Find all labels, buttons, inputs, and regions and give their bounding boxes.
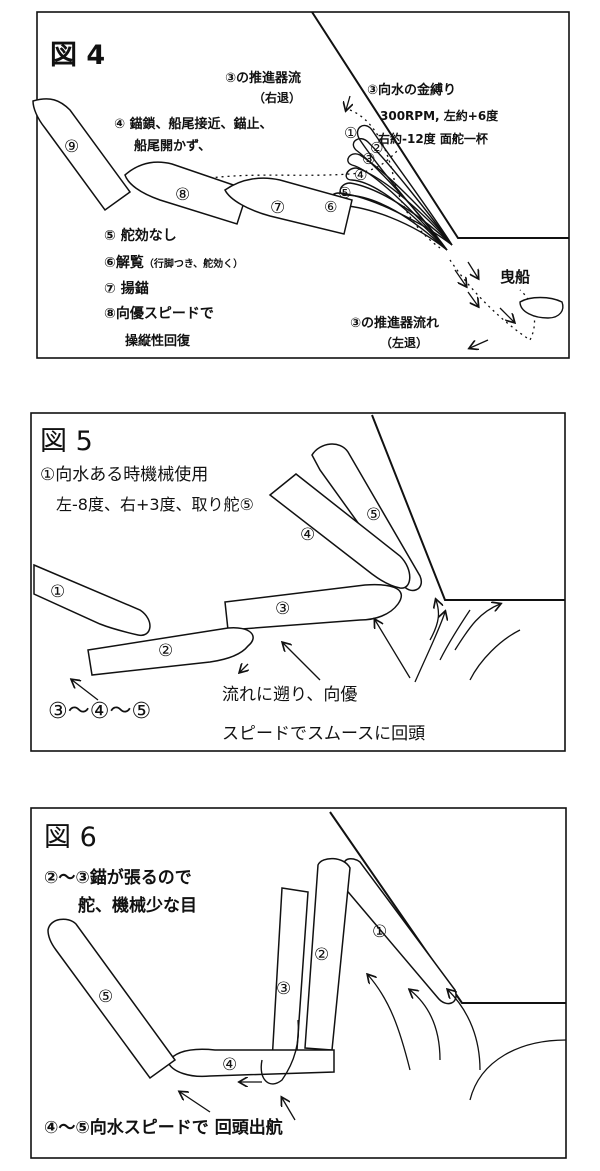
ship-5-number: ⑤ bbox=[98, 987, 113, 1007]
step4-line1: ④ 錨鎖、船尾接近、錨止、 bbox=[114, 116, 273, 132]
ship-8: ⑧ bbox=[124, 161, 249, 225]
head-wind-caption: ③向水の金縛り bbox=[367, 82, 456, 98]
figure-6-title: 図 6 bbox=[44, 822, 97, 853]
ship-1-fig5: ① bbox=[33, 563, 151, 636]
figure-5: 図 5 ①向水ある時機械使用 左-8度、右+3度、取り舵⑤ ⑤ ④ ③ ② ① bbox=[30, 412, 566, 752]
ship-2-number: ② bbox=[370, 139, 383, 157]
ship-9: ⑨ bbox=[32, 98, 132, 212]
current-arrows-fig5 bbox=[72, 600, 521, 701]
figure-6-frame bbox=[30, 807, 567, 1159]
tug-boat bbox=[519, 296, 564, 319]
figure-4-frame bbox=[36, 11, 570, 359]
quay-line bbox=[371, 414, 565, 601]
ship-3-fig5: ③ bbox=[224, 583, 403, 631]
current-arrows-fig6 bbox=[180, 975, 567, 1121]
ship-1-number: ① bbox=[372, 922, 387, 942]
rudder-line: 右約-12度 面舵一杯 bbox=[377, 131, 489, 146]
ship-loops bbox=[328, 124, 453, 251]
figure-5-caption-line2: 左-8度、右+3度、取り舵⑤ bbox=[56, 495, 254, 514]
track-dotted-path bbox=[179, 149, 399, 184]
figure-5-title: 図 5 bbox=[40, 426, 93, 457]
quay-line bbox=[311, 11, 569, 239]
step8-line2: 操縦性回復 bbox=[125, 333, 191, 349]
ship-1-number: ① bbox=[50, 582, 65, 602]
ship-4-number: ④ bbox=[354, 166, 367, 184]
ship-3-number: ③ bbox=[275, 599, 290, 619]
ship-2-number: ② bbox=[158, 641, 173, 661]
ship-7-number: ⑦ bbox=[270, 198, 285, 218]
tug-label: 曳船 bbox=[500, 268, 530, 286]
ship-5-fig6: ⑤ bbox=[47, 918, 177, 1080]
figure-5-note-line1: 流れに遡り、向優 bbox=[222, 685, 357, 705]
ship-2-fig6: ② bbox=[304, 857, 351, 1051]
ship-8-number: ⑧ bbox=[175, 185, 190, 205]
prop-wash-right-dir: （右退） bbox=[253, 90, 301, 105]
rpm-line: 300RPM, 左約+6度 bbox=[380, 108, 499, 123]
step6-label: ⑥解覧（行脚つき、舵効く） bbox=[104, 254, 243, 271]
step7-label: ⑦ 揚錨 bbox=[104, 280, 149, 297]
step5-label: ⑤ 舵効なし bbox=[104, 227, 177, 244]
figure-5-caption-line1: ①向水ある時機械使用 bbox=[40, 464, 208, 485]
figure-4-title: 図 4 bbox=[50, 40, 105, 71]
ship-2-fig5: ② bbox=[87, 627, 254, 676]
prop-wash-left-dir: （左退） bbox=[380, 335, 428, 350]
figure-5-sequence: ③～④～⑤ bbox=[48, 699, 151, 724]
figure-6: 図 6 ②～③錨が張るので 舵、機械少な目 ① ② ③ ④ ⑤ bbox=[30, 807, 567, 1159]
ship-5-number: ⑤ bbox=[338, 184, 351, 202]
step4-line2: 船尾開かず、 bbox=[134, 138, 211, 154]
ship-4-number: ④ bbox=[300, 525, 315, 545]
ship-9-number: ⑨ bbox=[64, 137, 79, 157]
ship-1-number: ① bbox=[344, 124, 357, 142]
ship-7: ⑦ bbox=[224, 177, 353, 235]
figure-6-caption-line2: 舵、機械少な目 bbox=[78, 895, 197, 916]
figure-5-frame bbox=[30, 412, 566, 752]
ship-4-fig6: ④ bbox=[167, 1048, 335, 1078]
ship-5-number: ⑤ bbox=[366, 505, 381, 525]
ship-2-number: ② bbox=[314, 945, 329, 965]
prop-wash-left-label: ③の推進器流れ bbox=[350, 315, 439, 331]
ship-3-fig6: ③ bbox=[271, 887, 309, 1065]
quay-line bbox=[329, 811, 566, 1004]
prop-wash-right-label: ③の推進器流 bbox=[225, 70, 301, 86]
figure-4: 図 4 ⑨ ⑧ ⑦ ⑥ bbox=[32, 11, 570, 359]
ship-6-number: ⑥ bbox=[324, 198, 337, 216]
anchor-loop bbox=[260, 1019, 300, 1085]
current-arrows bbox=[346, 95, 514, 348]
ship-3-number: ③ bbox=[276, 979, 291, 999]
figure-5-note-line2: スピードでスムースに回頭 bbox=[222, 724, 425, 744]
ship-4-number: ④ bbox=[222, 1055, 237, 1075]
ship-4-fig5: ④ bbox=[268, 473, 411, 589]
ship-1-fig6: ① bbox=[337, 857, 457, 1005]
ship-3-number: ③ bbox=[362, 150, 375, 168]
figure-6-footer: ④～⑤向水スピードで 回頭出航 bbox=[44, 1117, 283, 1138]
step8-line1: ⑧向優スピードで bbox=[104, 305, 214, 322]
figure-6-caption-line1: ②～③錨が張るので bbox=[44, 867, 192, 888]
